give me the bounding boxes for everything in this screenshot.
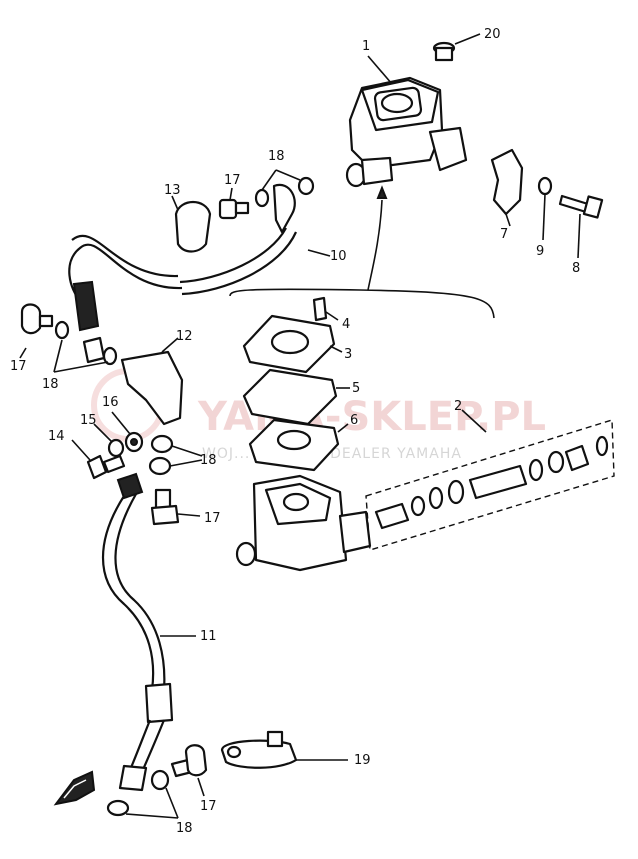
gasket-part-5 — [242, 368, 350, 426]
hose-part-11 — [101, 472, 196, 792]
callout-9: 9 — [536, 244, 544, 259]
hose-part-10 — [68, 227, 331, 332]
front-marker-icon — [53, 770, 96, 806]
callout-17-top: 17 — [224, 173, 241, 188]
callout-8: 8 — [572, 261, 580, 276]
callout-20: 20 — [484, 27, 501, 42]
callout-15: 15 — [80, 413, 97, 428]
callout-2: 2 — [454, 399, 462, 414]
callout-17-center: 17 — [204, 511, 221, 526]
washers-part-18-bottom — [106, 769, 179, 819]
callout-4: 4 — [342, 317, 350, 332]
bolt-part-14 — [71, 439, 126, 480]
washers-part-18-top — [254, 169, 315, 234]
washers-part-18-center — [148, 434, 203, 476]
bolt-part-17-top — [218, 187, 250, 220]
diaphragm-part-6 — [248, 418, 349, 472]
callout-17-bottom: 17 — [200, 799, 217, 814]
callout-6: 6 — [350, 413, 358, 428]
cap-part-20 — [432, 33, 481, 62]
washer-part-16 — [111, 411, 144, 453]
bolt-part-17-center — [150, 488, 201, 526]
bolt-part-8 — [558, 194, 604, 259]
callout-16: 16 — [102, 395, 119, 410]
callout-1: 1 — [362, 39, 370, 54]
callout-13: 13 — [164, 183, 181, 198]
screw-part-4 — [312, 296, 339, 322]
washer-part-15 — [93, 423, 125, 458]
callout-12: 12 — [176, 329, 193, 344]
callout-10: 10 — [330, 249, 347, 264]
callout-14: 14 — [48, 429, 65, 444]
master-cylinder-upper — [345, 76, 468, 188]
bolt-part-17-left — [19, 303, 54, 359]
holder-part-7 — [490, 148, 524, 227]
plate-part-3 — [242, 314, 343, 374]
callout-3: 3 — [344, 347, 352, 362]
callout-7: 7 — [500, 227, 508, 242]
washer-part-9 — [537, 176, 553, 241]
washers-part-18-left — [53, 320, 118, 373]
callout-18-center: 18 — [200, 453, 217, 468]
callout-labels: 1 20 18 17 13 10 7 9 8 4 3 5 6 2 12 17 1… — [10, 27, 580, 836]
bolt-part-17-bottom — [170, 744, 208, 797]
callout-5: 5 — [352, 381, 360, 396]
piston-kit-part-2 — [365, 409, 615, 551]
union-part-12 — [120, 337, 184, 426]
cover-part-13 — [171, 195, 212, 253]
callout-18-left: 18 — [42, 377, 59, 392]
lever-part-19 — [220, 730, 348, 769]
callout-17-left: 17 — [10, 359, 27, 374]
callout-11: 11 — [200, 629, 217, 644]
callout-19: 19 — [354, 753, 371, 768]
callout-18-bottom: 18 — [176, 821, 193, 836]
master-cylinder-lower — [235, 474, 372, 572]
callout-18-top: 18 — [268, 149, 285, 164]
